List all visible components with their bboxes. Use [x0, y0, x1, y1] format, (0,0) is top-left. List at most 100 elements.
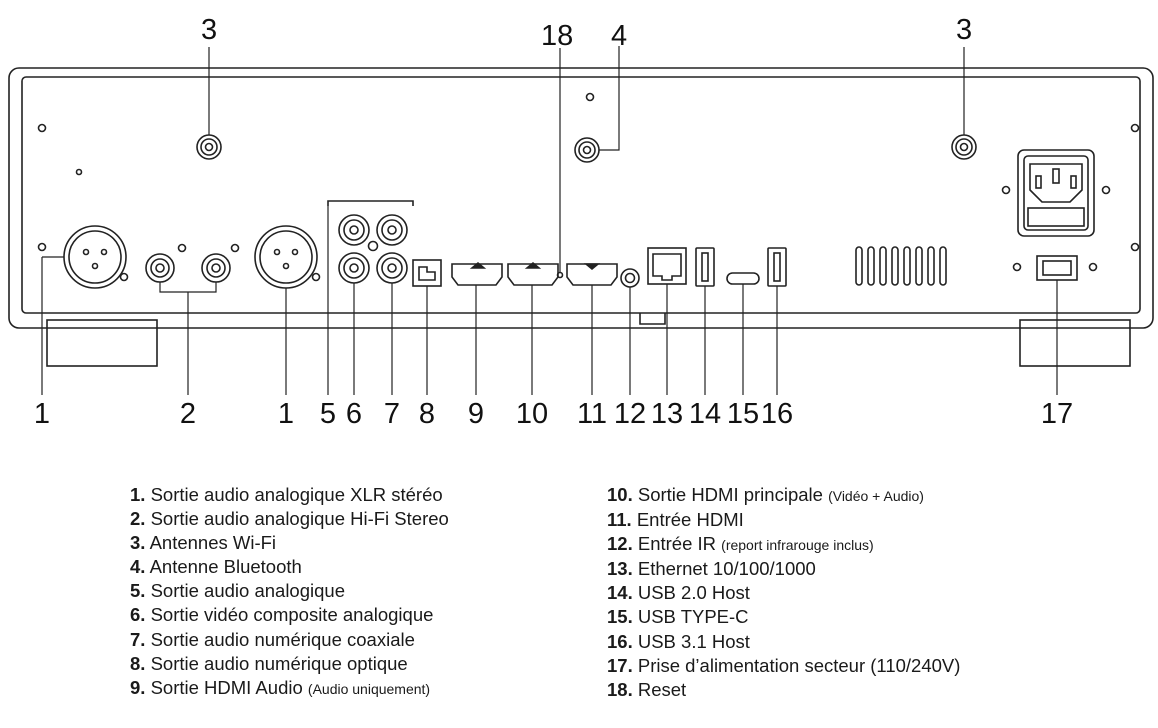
legend-number: 16.	[607, 630, 633, 652]
ethernet-port	[647, 247, 687, 285]
legend-label: USB 2.0 Host	[637, 582, 750, 604]
callout-9: 9	[468, 398, 484, 430]
legend-label: Reset	[637, 678, 687, 700]
wifi-antenna-left	[196, 134, 222, 160]
callout-17: 17	[1041, 398, 1073, 430]
legend-label: Sortie audio numérique optique	[150, 652, 408, 674]
usb-2-port	[695, 247, 715, 287]
legend-label: Entrée IR	[637, 533, 717, 555]
legend-item: 17. Prise d’alimentation secteur (110/24…	[607, 654, 960, 678]
ground-screw	[75, 168, 83, 176]
foot-left	[46, 319, 158, 367]
legend-note: (Audio uniquement)	[307, 680, 431, 697]
legend-number: 2.	[130, 508, 146, 530]
legend-item: 14. USB 2.0 Host	[607, 581, 960, 605]
legend-label: Sortie audio numérique coaxiale	[150, 628, 415, 650]
legend-number: 1.	[130, 484, 146, 505]
legend-number: 18.	[607, 678, 633, 700]
legend-item: 13. Ethernet 10/100/1000	[607, 557, 960, 581]
legend-item: 7. Sortie audio numérique coaxiale	[130, 628, 449, 652]
legend-label: Sortie HDMI principale	[637, 484, 823, 505]
legend-note: (Vidéo + Audio)	[828, 488, 924, 504]
legend-item: 9. Sortie HDMI Audio (Audio uniquement)	[130, 676, 449, 701]
legend-number: 3.	[130, 532, 146, 554]
legend-number: 9.	[130, 676, 146, 698]
ir-input	[620, 268, 640, 288]
legend-number: 5.	[130, 580, 146, 602]
callout-4: 4	[611, 20, 627, 52]
legend-item: 15. USB TYPE-C	[607, 605, 960, 629]
rca-audio-left	[338, 214, 370, 246]
legend-number: 4.	[130, 556, 146, 578]
chassis-outline	[8, 67, 1154, 329]
legend-number: 13.	[607, 558, 633, 580]
screws	[37, 92, 1140, 282]
callout-13: 13	[651, 398, 683, 430]
legend-number: 8.	[130, 652, 146, 674]
legend-right: 10. Sortie HDMI principale (Vidéo + Audi…	[607, 483, 960, 702]
legend-item: 10. Sortie HDMI principale (Vidéo + Audi…	[607, 483, 960, 508]
legend-item: 4. Antenne Bluetooth	[130, 555, 449, 579]
legend-item: 1. Sortie audio analogique XLR stéréo	[130, 483, 449, 507]
legend-label: Antenne Bluetooth	[149, 556, 302, 578]
callout-3-left: 3	[201, 14, 217, 46]
legend-item: 18. Reset	[607, 678, 960, 702]
hifi-rca-left	[145, 253, 175, 283]
legend-number: 7.	[130, 628, 146, 650]
reset-pinhole	[556, 271, 564, 279]
vent-slots	[855, 246, 947, 286]
rca-coaxial-digital	[376, 252, 408, 284]
power-inlet	[1017, 149, 1095, 237]
usb-c-port	[726, 272, 760, 285]
legend-label: Sortie audio analogique	[150, 580, 345, 602]
callout-12: 12	[614, 398, 646, 430]
legend-note: (report infrarouge inclus)	[721, 537, 874, 554]
usb-3-port	[767, 247, 787, 287]
legend-item: 8. Sortie audio numérique optique	[130, 652, 449, 676]
hdmi-audio-output	[451, 261, 503, 286]
callout-7: 7	[384, 398, 400, 430]
hifi-rca-right	[201, 253, 231, 283]
legend-item: 6. Sortie vidéo composite analogique	[130, 603, 449, 627]
legend-label: Sortie audio analogique XLR stéréo	[150, 484, 443, 505]
legend-number: 10.	[607, 484, 633, 505]
legend-label: Sortie vidéo composite analogique	[150, 604, 434, 626]
legend-item: 16. USB 3.1 Host	[607, 630, 960, 654]
legend-label: Ethernet 10/100/1000	[637, 558, 816, 580]
legend-label: Entrée HDMI	[636, 509, 744, 531]
bluetooth-antenna	[574, 137, 600, 163]
callout-6: 6	[346, 398, 362, 430]
legend-number: 6.	[130, 604, 146, 626]
rear-panel	[21, 76, 1141, 314]
callout-5: 5	[320, 398, 336, 430]
callout-3-right: 3	[956, 14, 972, 46]
legend-number: 15.	[607, 606, 633, 628]
legend-item: 11. Entrée HDMI	[607, 508, 960, 532]
power-switch	[1036, 255, 1078, 281]
callout-2: 2	[180, 398, 196, 430]
legend-label: USB 3.1 Host	[637, 630, 750, 652]
xlr-output-right	[254, 225, 318, 289]
legend-label: Sortie audio analogique Hi-Fi Stereo	[150, 508, 449, 530]
callout-18: 18	[541, 20, 573, 52]
callout-8: 8	[419, 398, 435, 430]
callout-1: 1	[34, 398, 50, 430]
legend-item: 3. Antennes Wi-Fi	[130, 531, 449, 555]
legend-label: Sortie HDMI Audio	[150, 676, 303, 698]
legend-number: 17.	[607, 654, 633, 676]
leader-lines	[41, 46, 1058, 395]
legend-label: USB TYPE-C	[637, 606, 749, 628]
hdmi-main-output	[507, 261, 559, 286]
foot-right	[1019, 319, 1131, 367]
rca-composite-video	[338, 252, 370, 284]
legend-number: 11.	[607, 509, 632, 531]
legend-label: Antennes Wi-Fi	[149, 532, 277, 554]
callout-11: 11	[577, 398, 607, 430]
callout-16: 16	[761, 398, 793, 430]
xlr-output-left	[63, 225, 127, 289]
optical-output	[412, 259, 442, 287]
callout-1: 1	[278, 398, 294, 430]
